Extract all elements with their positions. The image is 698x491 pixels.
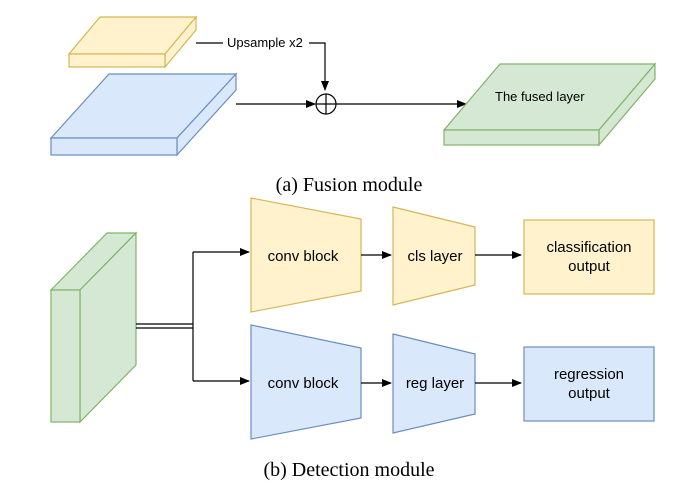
regression-output-label-2: output <box>568 385 611 402</box>
classification-branch: conv block cls layer classification outp… <box>250 197 655 313</box>
regression-output-label: regression <box>554 366 624 383</box>
cls-layer-label: cls layer <box>407 248 462 265</box>
split-connector <box>136 248 250 385</box>
classification-output-label: classification <box>546 239 631 256</box>
cls-layer <box>392 206 476 306</box>
reg-layer-label: reg layer <box>406 375 464 392</box>
element-wise-add-icon <box>315 93 337 115</box>
detection-caption: (b) Detection module <box>263 459 434 481</box>
classification-output-label-2: output <box>568 258 611 275</box>
upsample-label: Upsample x2 <box>227 35 303 50</box>
small-feature-map-slab <box>67 15 198 69</box>
reg-conv-block-label: conv block <box>268 375 339 392</box>
detection-module: conv block cls layer classification outp… <box>49 197 655 481</box>
reg-conv-block <box>250 324 362 440</box>
regression-output-box <box>523 346 655 422</box>
reg-layer <box>392 333 476 434</box>
cls-conv-block <box>250 197 362 313</box>
large-feature-map-slab <box>49 72 238 157</box>
fused-layer-slab <box>442 62 657 147</box>
classification-output-box <box>523 219 655 295</box>
fusion-caption: (a) Fusion module <box>276 174 423 196</box>
regression-branch: conv block reg layer regression output <box>250 324 655 440</box>
fusion-module: Upsample x2 The fused layer (a) Fusion m… <box>49 15 657 196</box>
cls-conv-block-label: conv block <box>268 248 339 265</box>
fused-layer-label: The fused layer <box>495 89 585 104</box>
input-feature-block <box>49 231 138 424</box>
